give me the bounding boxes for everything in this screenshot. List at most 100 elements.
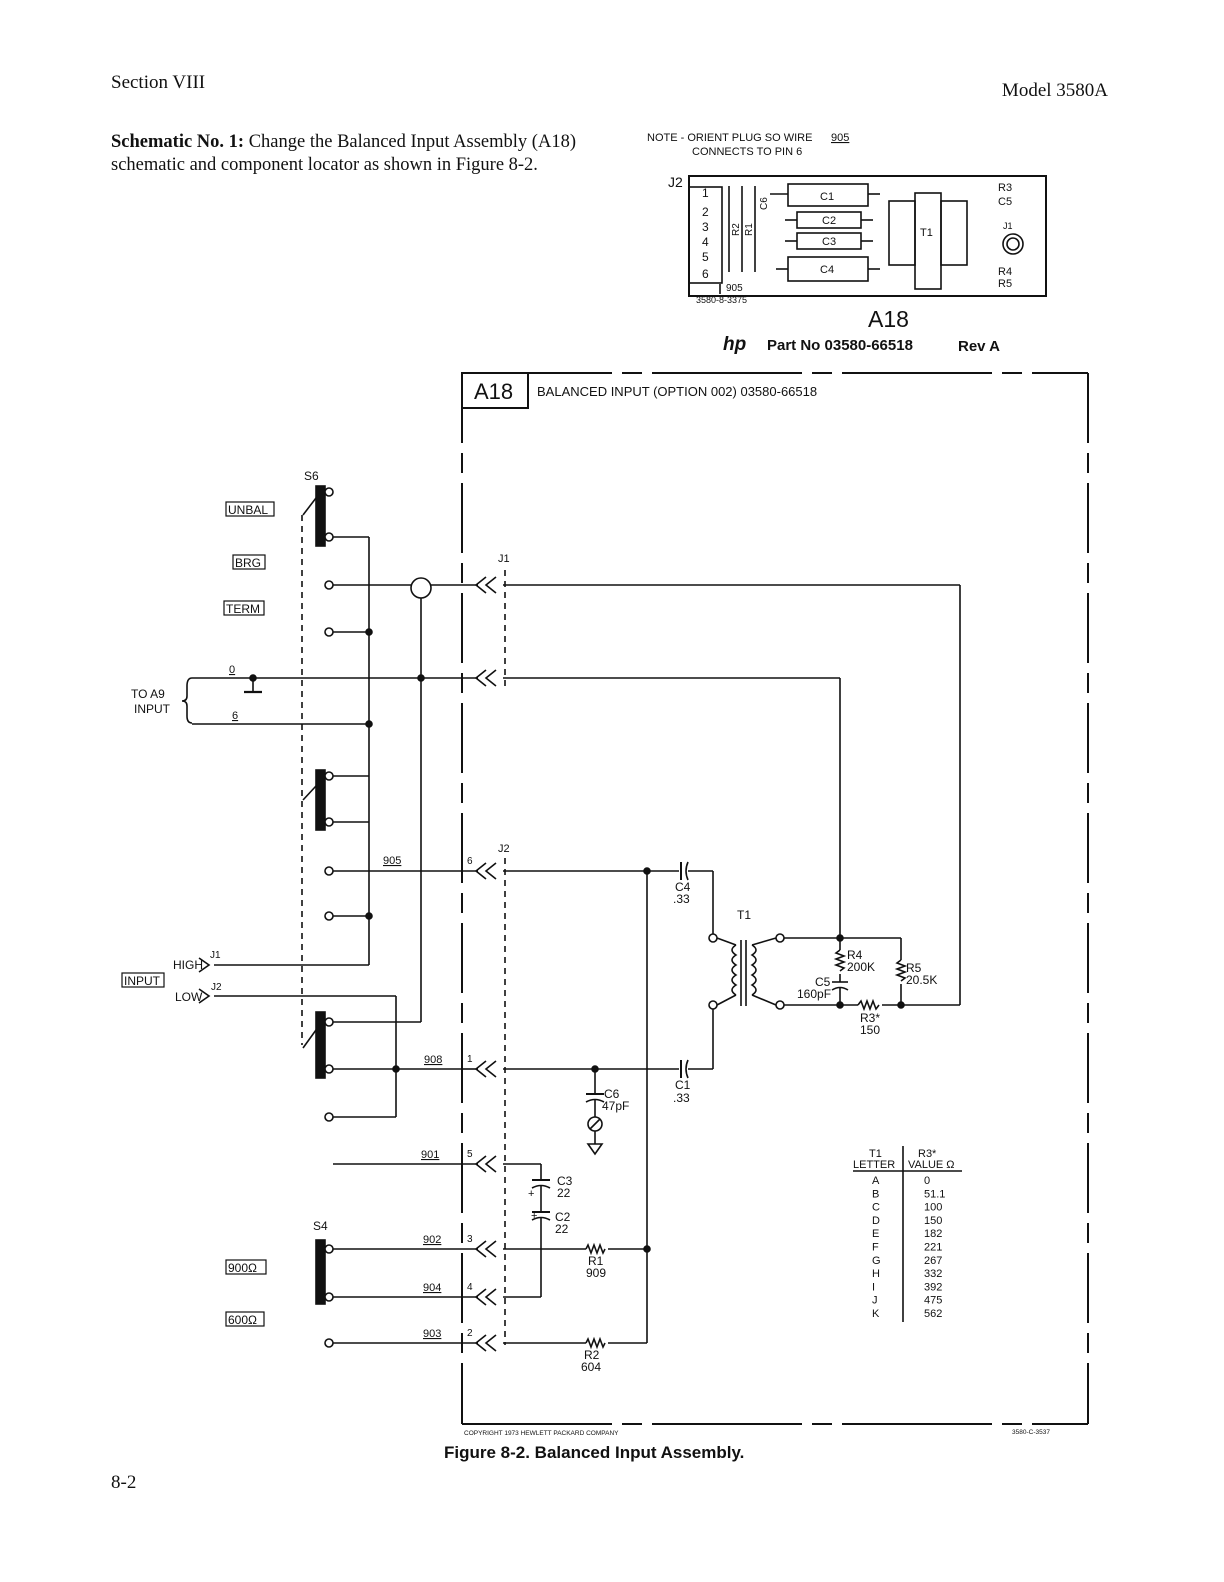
r3-value: 150: [860, 1023, 880, 1037]
locator-j1-jack: [1002, 233, 1024, 255]
locator-c1-label: C1: [820, 191, 834, 203]
c2-label: C2: [555, 1210, 571, 1224]
locator-pin-6: 6: [702, 267, 709, 281]
c5-label: C5: [815, 975, 831, 989]
locator-drawing-no: 3580-8-3375: [696, 295, 747, 305]
conn-j2-label: J2: [498, 843, 510, 855]
shield-ground-symbol: [410, 577, 432, 599]
r3-table-letter: E: [872, 1228, 879, 1240]
wire-905-label: 905: [383, 855, 401, 867]
unbal-label-box: [225, 501, 275, 517]
intro-paragraph: Schematic No. 1: Change the Balanced Inp…: [111, 131, 601, 177]
r3-table-letter: I: [872, 1281, 875, 1293]
r2-resistor: [585, 1336, 606, 1350]
600-label: 600Ω: [228, 1313, 257, 1327]
r2-label: R2: [584, 1348, 600, 1362]
locator-note-wire: 905: [831, 132, 849, 144]
locator-note-2: CONNECTS TO PIN 6: [692, 146, 802, 158]
locator-note-1: NOTE - ORIENT PLUG SO WIRE: [647, 132, 812, 144]
pin-4-label: 4: [467, 1282, 473, 1293]
locator-j2-connector: [688, 186, 723, 284]
r1-resistor: [585, 1242, 606, 1256]
high-jack-symbol: [198, 957, 211, 973]
locator-r5: R5: [998, 278, 1012, 290]
r3-table-letter: G: [872, 1255, 881, 1267]
s4-wafer: [315, 1239, 326, 1305]
locator-part-no: Part No 03580-66518: [767, 337, 913, 354]
front-j2-label: J2: [211, 982, 222, 993]
low-label: LOW: [175, 990, 203, 1004]
table-head-r3: R3*: [918, 1148, 937, 1160]
locator-c4-label: C4: [820, 264, 834, 276]
locator-c5: C5: [998, 196, 1012, 208]
wire-904-label: 904: [423, 1282, 441, 1294]
section-header: Section VIII: [111, 72, 206, 93]
model-header: Model 3580A: [1001, 80, 1108, 101]
r3-table-letter: F: [872, 1242, 879, 1254]
r3-table-letter: D: [872, 1215, 880, 1227]
copyright: COPYRIGHT 1973 HEWLETT PACKARD COMPANY: [464, 1430, 619, 1437]
locator-pin-1: 1: [702, 186, 709, 200]
intro-lead: Schematic No. 1:: [111, 132, 245, 152]
locator-c1: [787, 183, 869, 207]
r3-table-letter: H: [872, 1268, 880, 1280]
pin-2-label: 2: [467, 1328, 473, 1339]
locator-rev: Rev A: [958, 338, 1000, 355]
locator-j1-label: J1: [1003, 221, 1013, 231]
c6-value: 47pF: [602, 1099, 629, 1113]
r4-resistor: [833, 949, 847, 972]
to-a9-label-1: TO A9: [131, 687, 165, 701]
r4-label: R4: [847, 948, 863, 962]
a18-label-box: [461, 372, 529, 409]
low-jack-symbol: [198, 988, 211, 1004]
table-head-value: VALUE Ω: [908, 1159, 955, 1171]
r5-value: 20.5K: [906, 973, 937, 987]
wire-902-label: 902: [423, 1234, 441, 1246]
r3-table-value: 150: [924, 1215, 942, 1227]
900-label-box: [225, 1259, 267, 1275]
s6-wafer-2: [315, 769, 326, 831]
hp-logo: hp: [723, 334, 746, 355]
c5-capacitor: [831, 986, 849, 991]
locator-pin-3: 3: [702, 220, 709, 234]
r1-label: R1: [588, 1254, 604, 1268]
locator-t1: [914, 192, 942, 290]
to-a9-label-2: INPUT: [134, 702, 171, 716]
r4-value: 200K: [847, 960, 875, 974]
locator-pin-2: 2: [702, 205, 709, 219]
r3-table-letter: A: [872, 1175, 880, 1187]
c1-label: C1: [675, 1078, 691, 1092]
c2-value: 22: [555, 1222, 569, 1236]
locator-c6: C6: [759, 197, 770, 210]
r3-table-value: 392: [924, 1281, 942, 1293]
schematic-a18-label: A18: [474, 379, 513, 404]
r3-table-value: 182: [924, 1228, 942, 1240]
c2-plus: +: [531, 1210, 537, 1222]
s6-wafer-1: [315, 485, 326, 547]
r2-value: 604: [581, 1360, 601, 1374]
table-head-letter: LETTER: [853, 1159, 895, 1171]
c1-value: .33: [673, 1091, 690, 1105]
r3-table-value: 562: [924, 1308, 942, 1320]
s6-wafer-3: [315, 1011, 326, 1079]
wire-903-label: 903: [423, 1328, 441, 1340]
locator-r2: R2: [731, 223, 742, 236]
pin-3-label: 3: [467, 1234, 473, 1245]
conn-j1-label: J1: [498, 553, 510, 565]
locator-board-name: A18: [868, 306, 909, 332]
figure-caption: Figure 8-2. Balanced Input Assembly.: [444, 1443, 745, 1462]
locator-c3-label: C3: [822, 236, 836, 248]
term-label-box: [223, 600, 265, 616]
input-label-box: [121, 972, 165, 988]
600-label-box: [225, 1311, 265, 1327]
r5-label: R5: [906, 961, 922, 975]
locator-wire-label: 905: [726, 283, 743, 294]
locator-r1: R1: [744, 223, 755, 236]
r3-table-value: 51.1: [924, 1188, 945, 1200]
brg-label-box: [232, 554, 266, 570]
r3-table-letter: J: [872, 1295, 878, 1307]
intro-body: Change the Balanced Input Assembly (A18)…: [111, 132, 576, 175]
schematic-drawing-no: 3580-C-3537: [1012, 1429, 1050, 1436]
